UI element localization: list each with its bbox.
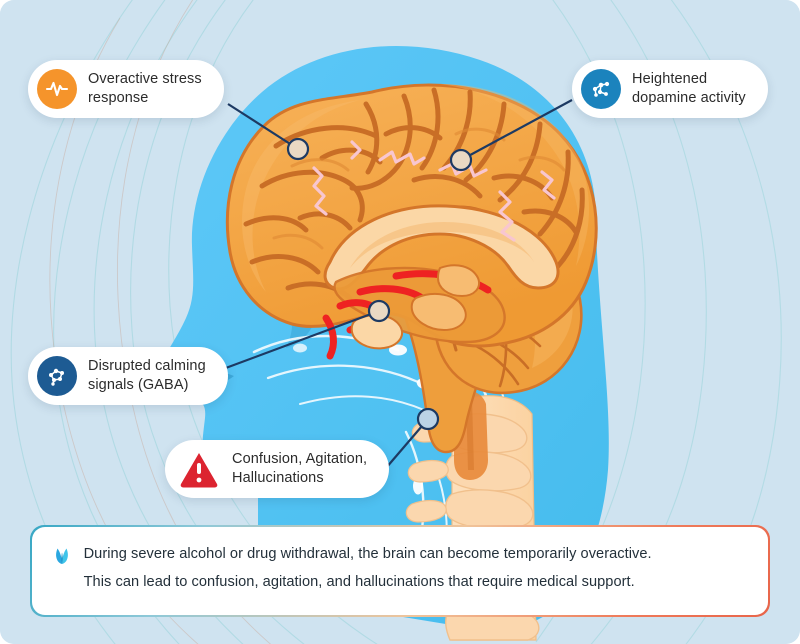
connector-line-stress <box>227 103 299 150</box>
callout-label-warning: Confusion, Agitation, Hallucinations <box>232 450 368 486</box>
callout-label-dopamine: Heightened dopamine activity <box>632 70 746 106</box>
connector-lines <box>214 99 573 469</box>
callout-heightened-dopamine-activity[interactable]: Heightened dopamine activity <box>572 60 768 118</box>
callout-overactive-stress-response[interactable]: Overactive stress response <box>28 60 224 118</box>
hippocampus <box>350 314 403 350</box>
callout-disrupted-calming-signals-gaba[interactable]: Disrupted calming signals (GABA) <box>28 347 228 405</box>
midbrain-structures <box>410 264 480 332</box>
connector-line-gaba <box>214 309 380 374</box>
warning-triangle-icon <box>179 449 219 489</box>
connector-dots <box>286 137 473 431</box>
molecule-node-icon <box>37 356 77 396</box>
cerebrum <box>225 83 598 360</box>
electrical-sparks <box>312 140 556 242</box>
dot-stress <box>286 137 310 161</box>
connector-line-dopamine <box>460 99 573 161</box>
callout-label-stress: Overactive stress response <box>88 70 202 106</box>
dot-gaba <box>367 299 391 323</box>
heartbeat-pulse-icon <box>37 69 77 109</box>
dot-dopamine <box>449 148 473 172</box>
caption-line-2: This can lead to confusion, agitation, a… <box>83 573 635 590</box>
caption-line-1: During severe alcohol or drug withdrawal… <box>83 545 652 562</box>
callout-confusion-agitation-hallucinations[interactable]: Confusion, Agitation, Hallucinations <box>165 440 390 498</box>
callout-label-gaba: Disrupted calming signals (GABA) <box>88 357 206 393</box>
dot-warning <box>416 407 440 431</box>
caption-panel: During severe alcohol or drug withdrawal… <box>30 525 770 617</box>
leaf-sprout-icon <box>52 547 72 570</box>
molecule-node-icon <box>581 69 621 109</box>
